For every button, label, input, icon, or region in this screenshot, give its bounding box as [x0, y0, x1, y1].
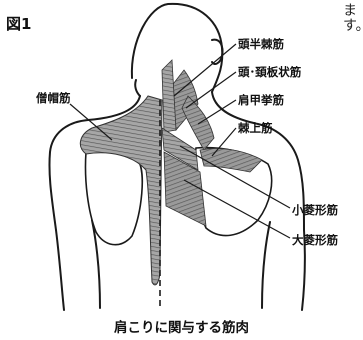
label-rhomboid-major: 大菱形筋 [292, 232, 338, 248]
diagram-caption: 肩こりに関与する筋肉 [0, 316, 363, 336]
label-rhomboid-minor: 小菱形筋 [292, 202, 338, 218]
leader-semispinalis [174, 44, 236, 96]
label-splenius: 頭･頚板状筋 [238, 64, 301, 80]
label-semispinalis: 頭半棘筋 [238, 36, 284, 52]
label-supraspinatus: 棘上筋 [238, 120, 273, 136]
label-levator-scapulae: 肩甲挙筋 [238, 92, 284, 108]
semispinalis-muscle [162, 60, 176, 132]
label-trapezius: 僧帽筋 [36, 90, 71, 106]
